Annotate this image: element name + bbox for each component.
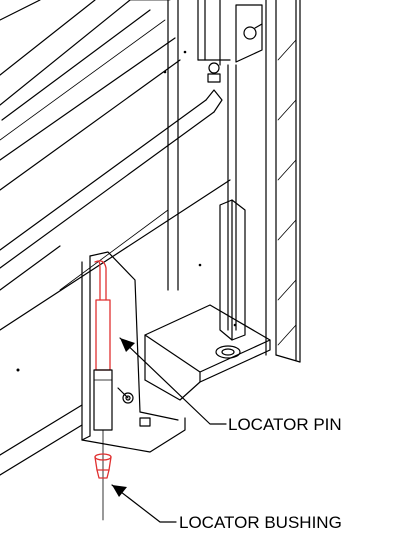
vertical-frame — [167, 0, 301, 363]
locator-pin-arrowhead — [120, 338, 135, 352]
lower-panel-lines — [0, 404, 83, 476]
fastener-marks — [16, 50, 237, 372]
base-plate — [144, 304, 271, 401]
locator-bushing-leader — [111, 484, 177, 523]
locator-bushing — [94, 453, 112, 479]
locator-pin — [93, 260, 113, 521]
callout-leaders — [111, 337, 227, 523]
upper-panel-lines — [0, 0, 181, 191]
diagonal-rail — [0, 89, 231, 331]
locator-bushing-arrowhead — [112, 485, 127, 497]
gusset-plate — [219, 199, 246, 341]
locator-bushing-label: LOCATOR BUSHING — [179, 513, 342, 532]
locator-pin-label: LOCATOR PIN — [228, 415, 342, 434]
top-bracket — [207, 4, 263, 83]
locator-pin-leader — [119, 337, 227, 425]
pin-bracket — [81, 251, 186, 453]
